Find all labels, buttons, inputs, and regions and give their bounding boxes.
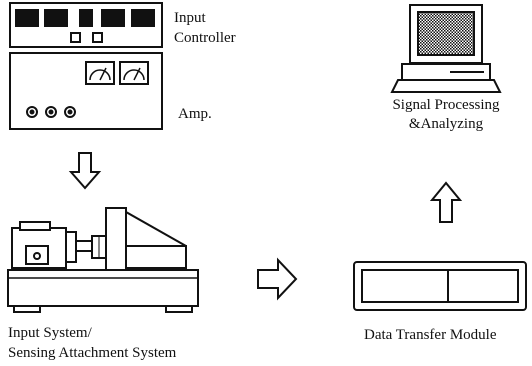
arrow-up-icon bbox=[429, 181, 463, 223]
signal-processing-label-line2: &Analyzing bbox=[408, 116, 484, 132]
data-transfer-label: Data Transfer Module bbox=[364, 327, 497, 343]
input-system-label-line1: Input System/ bbox=[8, 325, 92, 341]
amplifier-icon bbox=[9, 52, 163, 130]
amp-label: Amp. bbox=[178, 106, 212, 122]
signal-processing-label-line1: Signal Processing bbox=[392, 97, 500, 113]
input-system-label-line2: Sensing Attachment System bbox=[8, 345, 177, 361]
arrow-right-icon bbox=[257, 257, 298, 301]
computer-workstation-icon bbox=[390, 4, 502, 93]
input-controller-label-line2: Controller bbox=[174, 30, 236, 46]
arrow-down-icon bbox=[68, 152, 102, 190]
data-transfer-module-icon bbox=[353, 261, 527, 311]
test-rig-icon bbox=[7, 207, 199, 313]
input-controller-label-line1: Input bbox=[174, 10, 206, 26]
input-controller-icon bbox=[9, 2, 163, 48]
